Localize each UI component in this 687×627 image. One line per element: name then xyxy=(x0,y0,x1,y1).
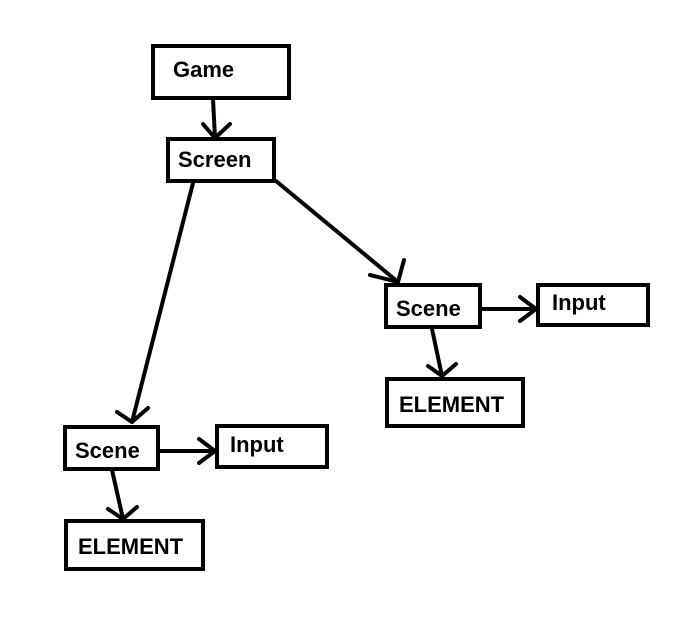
arrowhead-screen-scene-right xyxy=(368,258,406,284)
node-element-right: ELEMENT xyxy=(385,377,525,428)
node-input-left: Input xyxy=(215,424,329,469)
node-input-right: Input xyxy=(536,283,650,327)
node-screen: Screen xyxy=(166,137,276,183)
node-scene-right-box xyxy=(384,283,482,329)
edge-screen-scene-left xyxy=(130,181,195,424)
node-game-label: Game xyxy=(173,57,234,82)
node-scene-left-box xyxy=(63,425,160,471)
node-screen-box xyxy=(166,137,276,183)
edge-scene-left-element-left xyxy=(110,468,125,521)
node-scene-left-label: Scene xyxy=(75,438,140,463)
node-element-left: ELEMENT xyxy=(64,519,205,571)
node-scene-right: Scene xyxy=(384,283,482,329)
node-element-left-box xyxy=(64,519,205,571)
edge-game-screen xyxy=(211,97,217,140)
node-input-left-label: Input xyxy=(230,432,284,457)
node-element-left-label: ELEMENT xyxy=(78,534,184,559)
node-input-right-label: Input xyxy=(552,290,606,315)
arrowhead-scene-right-element-right xyxy=(426,362,458,378)
node-screen-label: Screen xyxy=(178,147,251,172)
node-game: Game xyxy=(151,44,291,100)
node-game-box xyxy=(151,44,291,100)
arrowhead-screen-scene-left xyxy=(115,406,150,424)
node-input-right-box xyxy=(536,283,650,327)
node-scene-right-label: Scene xyxy=(396,296,461,321)
node-scene-left: Scene xyxy=(63,425,160,471)
node-element-right-label: ELEMENT xyxy=(399,392,505,417)
node-element-right-box xyxy=(385,377,525,428)
edge-screen-scene-right xyxy=(274,179,400,284)
edge-scene-right-element-right xyxy=(430,327,444,378)
node-input-left-box xyxy=(215,424,329,469)
